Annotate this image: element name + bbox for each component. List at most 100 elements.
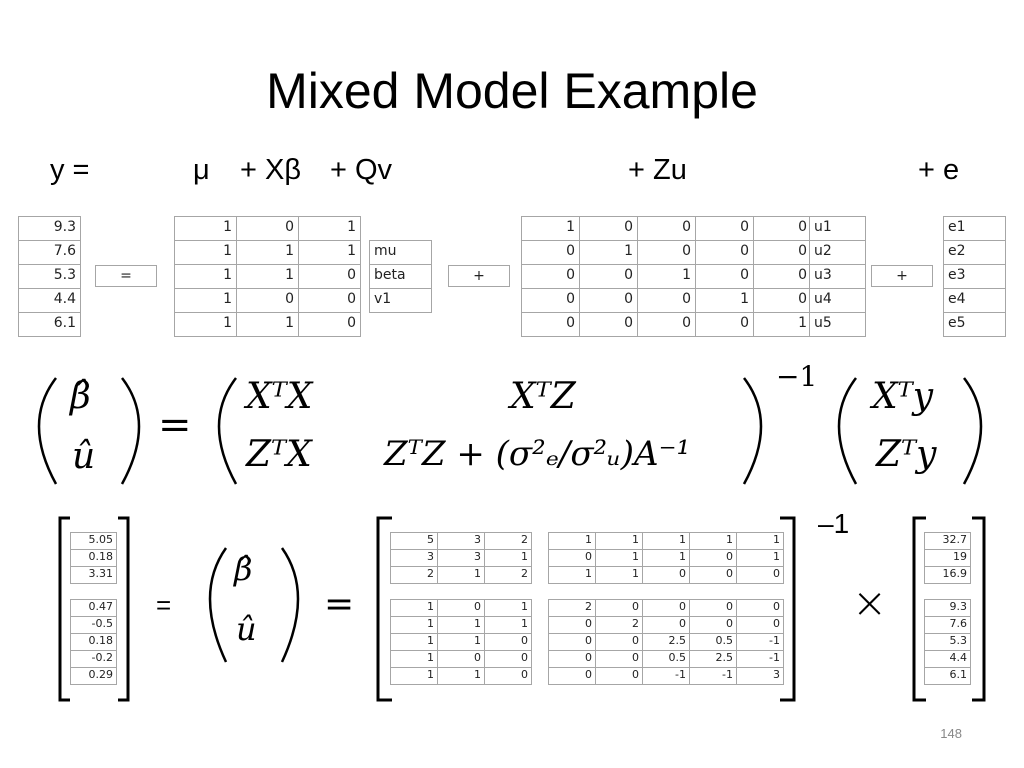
ztz-cell: -1 xyxy=(642,667,690,685)
xtz-cell: 1 xyxy=(595,532,643,550)
ztz-cell: 0.5 xyxy=(689,633,737,651)
ztz-cell: 0 xyxy=(736,599,784,617)
ztz-cell: 0 xyxy=(595,650,643,668)
xtx-term: XᵀX xyxy=(246,376,313,417)
ztz-cell: 2.5 xyxy=(642,633,690,651)
ztx-cell: 1 xyxy=(390,650,438,668)
ztx-cell: 0 xyxy=(437,599,485,617)
u-cell: u4 xyxy=(809,288,866,313)
ztz-cell: -1 xyxy=(736,650,784,668)
z-cell: 0 xyxy=(521,240,580,265)
x-cell: 1 xyxy=(174,312,237,337)
xtz-cell: 0 xyxy=(689,549,737,567)
ztz-cell: 0 xyxy=(689,616,737,634)
xtx-cell: 2 xyxy=(484,532,532,550)
xty-cell: 19 xyxy=(924,549,971,567)
xtz-cell: 1 xyxy=(736,532,784,550)
beta-hat-cell: 3.31 xyxy=(70,566,117,584)
solution-u-hat: û xyxy=(236,610,257,648)
xtz-cell: 0 xyxy=(689,566,737,584)
ztz-cell: 2 xyxy=(595,616,643,634)
e-cell: e1 xyxy=(943,216,1006,241)
slide-number: 148 xyxy=(940,726,962,741)
xtx-cell: 3 xyxy=(437,549,485,567)
x-cell: 0 xyxy=(298,264,361,289)
ztz-cell: 0 xyxy=(689,599,737,617)
x-cell: 1 xyxy=(236,264,299,289)
ztz-cell: 0 xyxy=(595,599,643,617)
solution-equals: = xyxy=(156,590,172,620)
ztz-cell: 0.5 xyxy=(642,650,690,668)
zty-cell: 4.4 xyxy=(924,650,971,668)
x-cell: 1 xyxy=(236,240,299,265)
xtx-cell: 3 xyxy=(437,532,485,550)
x-cell: 1 xyxy=(174,288,237,313)
u-cell: u1 xyxy=(809,216,866,241)
ztz-cell: 0 xyxy=(642,616,690,634)
equals-cell: = xyxy=(95,265,157,287)
x-cell: 1 xyxy=(298,216,361,241)
x-cell: 1 xyxy=(174,240,237,265)
e-label: + e xyxy=(918,154,960,186)
xtz-cell: 1 xyxy=(548,532,596,550)
inverse-exponent: −1 xyxy=(776,360,818,393)
ztx-cell: 0 xyxy=(484,667,532,685)
plus-cell-2: + xyxy=(871,265,933,287)
e-cell: e5 xyxy=(943,312,1006,337)
solution-inverse-exponent: –1 xyxy=(818,508,850,539)
ztx-cell: 1 xyxy=(437,633,485,651)
beta-cell: v1 xyxy=(369,288,432,313)
e-cell: e3 xyxy=(943,264,1006,289)
ztz-cell: 0 xyxy=(736,616,784,634)
solution-beta-hat: β̂ xyxy=(234,550,253,588)
xty-cell: 32.7 xyxy=(924,532,971,550)
ztx-cell: 1 xyxy=(390,633,438,651)
xtx-cell: 1 xyxy=(437,566,485,584)
xtz-cell: 1 xyxy=(642,532,690,550)
ztz-cell: 0 xyxy=(548,616,596,634)
ztz-cell: 0 xyxy=(595,633,643,651)
ztz-cell: 2 xyxy=(548,599,596,617)
ztz-cell: 0 xyxy=(595,667,643,685)
beta-cell: beta xyxy=(369,264,432,289)
zty-cell: 7.6 xyxy=(924,616,971,634)
u-cell: u2 xyxy=(809,240,866,265)
ztx-cell: 1 xyxy=(437,616,485,634)
x-cell: 1 xyxy=(174,264,237,289)
ztz-cell: 0 xyxy=(642,599,690,617)
y-cell: 7.6 xyxy=(18,240,81,265)
xty-term: Xᵀy xyxy=(872,376,934,417)
y-cell: 4.4 xyxy=(18,288,81,313)
ztx-cell: 1 xyxy=(390,616,438,634)
u-hat-cell: -0.5 xyxy=(70,616,117,634)
ztz-cell: 0 xyxy=(548,667,596,685)
z-cell: 0 xyxy=(579,288,638,313)
xtx-cell: 3 xyxy=(390,549,438,567)
xtz-cell: 1 xyxy=(595,566,643,584)
u-hat-symbol: û xyxy=(72,436,96,477)
xtx-cell: 5 xyxy=(390,532,438,550)
ztz-cell: -1 xyxy=(689,667,737,685)
ztx-cell: 1 xyxy=(484,616,532,634)
zty-term: Zᵀy xyxy=(876,434,937,475)
y-cell: 9.3 xyxy=(18,216,81,241)
y-label: y = xyxy=(50,154,90,186)
ztz-cell: 0 xyxy=(548,650,596,668)
beta-hat-cell: 5.05 xyxy=(70,532,117,550)
ztx-cell: 0 xyxy=(437,650,485,668)
z-cell: 0 xyxy=(695,312,754,337)
xtz-cell: 1 xyxy=(548,566,596,584)
ztx-cell: 1 xyxy=(437,667,485,685)
ztz-cell: 3 xyxy=(736,667,784,685)
xtz-cell: 0 xyxy=(642,566,690,584)
y-cell: 5.3 xyxy=(18,264,81,289)
ztx-cell: 1 xyxy=(390,599,438,617)
z-cell: 0 xyxy=(637,240,696,265)
ztx-cell: 1 xyxy=(484,599,532,617)
xtz-cell: 1 xyxy=(595,549,643,567)
z-cell: 0 xyxy=(753,288,812,313)
mme-equals: = xyxy=(158,402,192,448)
ztx-cell: 1 xyxy=(390,667,438,685)
plus-cell-1: + xyxy=(448,265,510,287)
